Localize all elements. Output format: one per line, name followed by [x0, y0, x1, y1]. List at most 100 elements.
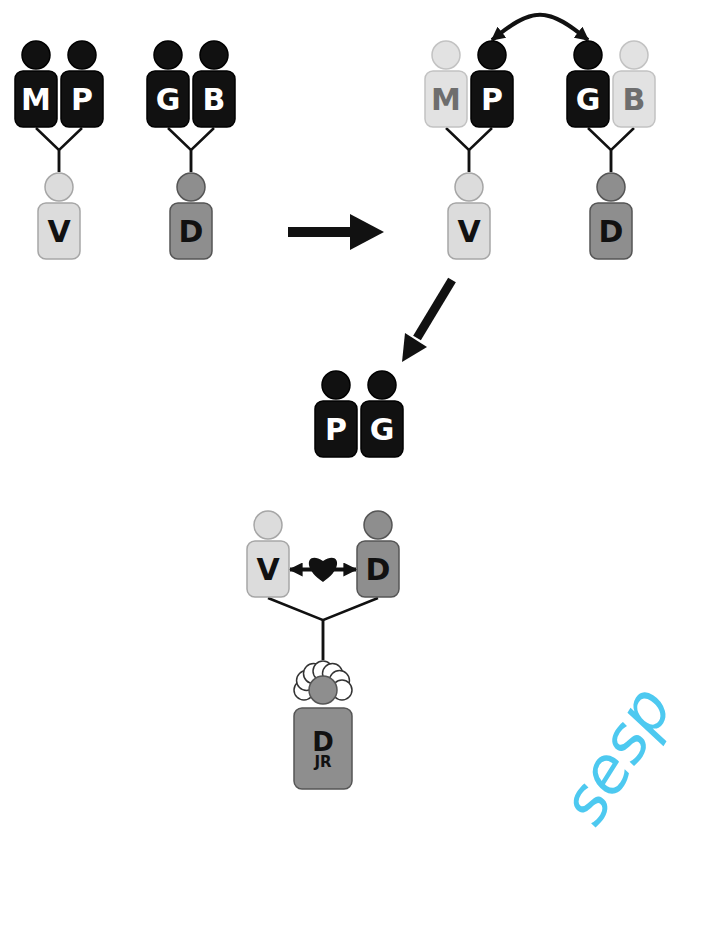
- figure-torso: [448, 203, 490, 259]
- person-figure: G: [360, 370, 404, 458]
- person-letter: P: [481, 85, 503, 115]
- figure-head: [254, 511, 282, 539]
- person-letter: M: [21, 85, 51, 115]
- figure-head: [478, 41, 506, 69]
- person-figure: D: [356, 510, 400, 598]
- person-letter: V: [457, 217, 480, 247]
- figure-head: [364, 511, 392, 539]
- person-figure: B: [192, 40, 236, 128]
- figure-head: [154, 41, 182, 69]
- figure-body: V: [37, 203, 81, 260]
- person-letter: P: [71, 85, 93, 115]
- figure-body: V: [447, 203, 491, 260]
- figure-torso: [567, 71, 609, 127]
- parent-line: [588, 128, 611, 172]
- figure-head: [455, 173, 483, 201]
- figure-head: [368, 371, 396, 399]
- person-figure: DJR: [293, 660, 353, 790]
- figure-torso: [170, 203, 212, 259]
- figure-body: D: [356, 541, 400, 598]
- parent-line: [323, 598, 378, 660]
- person-letter: B: [623, 85, 646, 115]
- person-letter: D: [599, 217, 624, 247]
- parent-line: [268, 598, 323, 660]
- person-figure: D: [589, 172, 633, 260]
- person-figure: P: [60, 40, 104, 128]
- person-figure: M: [14, 40, 58, 128]
- person-letter: D: [179, 217, 204, 247]
- figure-body: G: [566, 71, 610, 128]
- figure-head: [309, 676, 337, 704]
- figure-head: [200, 41, 228, 69]
- figure-body: G: [360, 401, 404, 458]
- figure-body: M: [14, 71, 58, 128]
- person-figure: B: [612, 40, 656, 128]
- figure-head: [68, 41, 96, 69]
- figure-torso: [425, 71, 467, 127]
- parent-line: [611, 128, 634, 172]
- person-letter: D: [366, 555, 391, 585]
- figure-torso: [38, 203, 80, 259]
- figure-head: [22, 41, 50, 69]
- person-letter: G: [576, 85, 601, 115]
- figure-head: [574, 41, 602, 69]
- person-letter: JR: [314, 755, 331, 770]
- arrow-head: [402, 333, 427, 362]
- figure-body: B: [612, 71, 656, 128]
- figure-body: D: [589, 203, 633, 260]
- watermark: sesp: [550, 676, 682, 834]
- person-letter: V: [256, 555, 279, 585]
- person-letter: G: [370, 415, 395, 445]
- figure-shape: [293, 660, 353, 790]
- person-figure: V: [37, 172, 81, 260]
- figure-body: G: [146, 71, 190, 128]
- person-figure: M: [424, 40, 468, 128]
- parent-line: [168, 128, 191, 172]
- person-letter: B: [203, 85, 226, 115]
- figure-body: P: [60, 71, 104, 128]
- figure-body: P: [314, 401, 358, 458]
- person-figure: P: [314, 370, 358, 458]
- parent-line: [446, 128, 469, 172]
- person-letter: M: [431, 85, 461, 115]
- figure-torso: [361, 401, 403, 457]
- figure-body: B: [192, 71, 236, 128]
- figure-head: [177, 173, 205, 201]
- figure-head: [432, 41, 460, 69]
- person-figure: G: [566, 40, 610, 128]
- figure-body: DJR: [293, 708, 353, 790]
- figure-head: [322, 371, 350, 399]
- figure-torso: [193, 71, 235, 127]
- figure-body: M: [424, 71, 468, 128]
- figure-torso: [315, 401, 357, 457]
- figure-body: P: [470, 71, 514, 128]
- parent-line: [469, 128, 492, 172]
- figure-torso: [61, 71, 103, 127]
- figure-torso: [294, 708, 352, 789]
- person-letter: V: [47, 217, 70, 247]
- person-figure: G: [146, 40, 190, 128]
- figure-head: [45, 173, 73, 201]
- arrow-shaft: [417, 280, 452, 338]
- figure-body: V: [246, 541, 290, 598]
- person-figure: V: [447, 172, 491, 260]
- parent-line: [59, 128, 82, 172]
- relation-arrow: [492, 15, 588, 40]
- person-letter: G: [156, 85, 181, 115]
- figure-torso: [590, 203, 632, 259]
- person-letter: D: [312, 729, 334, 755]
- person-figure: D: [169, 172, 213, 260]
- figure-head: [620, 41, 648, 69]
- figure-torso: [247, 541, 289, 597]
- arrow-shaft: [288, 227, 350, 237]
- person-figure: V: [246, 510, 290, 598]
- parent-line: [191, 128, 214, 172]
- person-letter: P: [325, 415, 347, 445]
- heart-symbol: [309, 558, 337, 582]
- figure-body: D: [169, 203, 213, 260]
- person-figure: P: [470, 40, 514, 128]
- figure-head: [597, 173, 625, 201]
- parent-line: [36, 128, 59, 172]
- figure-torso: [471, 71, 513, 127]
- figure-torso: [15, 71, 57, 127]
